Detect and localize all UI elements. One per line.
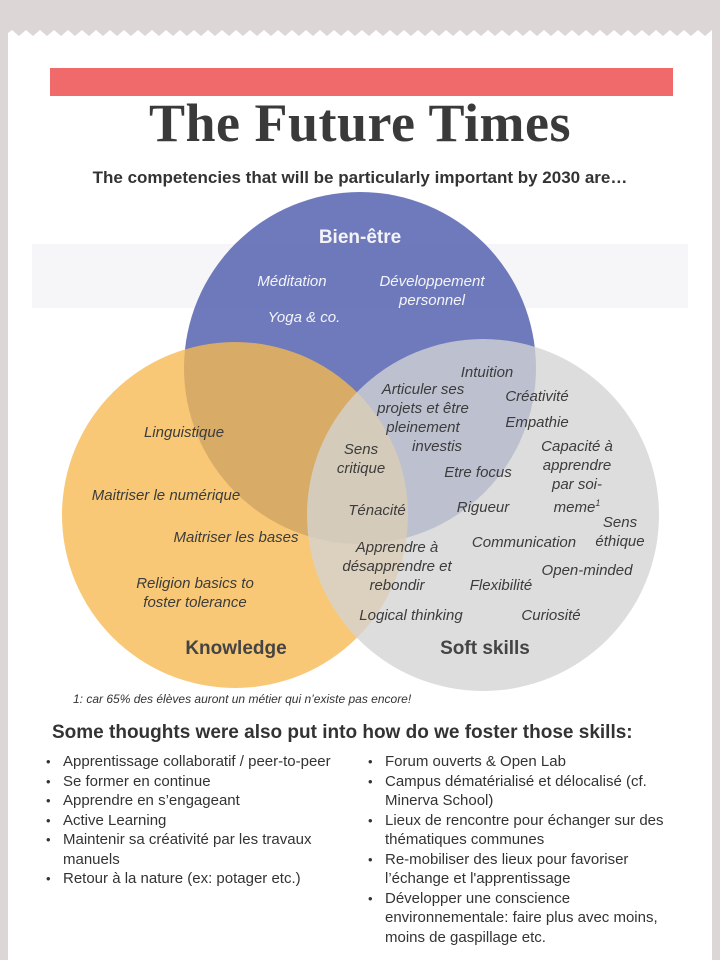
list-item: Campus dématérialisé et délocalisé (cf. … bbox=[366, 772, 696, 811]
accent-bar bbox=[50, 68, 673, 96]
item-flexibilite: Flexibilité bbox=[469, 577, 533, 594]
item-creativite: Créativité bbox=[505, 388, 569, 405]
list-item: Se former en continue bbox=[44, 772, 356, 792]
circle-soft-skills bbox=[307, 339, 659, 691]
item-intuition: Intuition bbox=[460, 364, 514, 381]
list-item: Développer une conscience environnementa… bbox=[366, 889, 696, 948]
list-item: Retour à la nature (ex: potager etc.) bbox=[44, 869, 356, 889]
list-item: Forum ouverts & Open Lab bbox=[366, 752, 696, 772]
venn-diagram bbox=[62, 192, 659, 691]
list-item: Active Learning bbox=[44, 811, 356, 831]
list-item: Re-mobiliser des lieux pour favoriser l’… bbox=[366, 850, 696, 889]
item-tenacite: Ténacité bbox=[348, 502, 406, 519]
item-yoga: Yoga & co. bbox=[267, 309, 341, 326]
foster-heading: Some thoughts were also put into how do … bbox=[52, 722, 633, 743]
list-item: Maintenir sa créativité par les travaux … bbox=[44, 830, 356, 869]
item-bases: Maitriser les bases bbox=[173, 529, 299, 546]
item-etre-focus: Etre focus bbox=[444, 464, 512, 481]
page-title: The Future Times bbox=[148, 93, 572, 153]
list-item: Apprentissage collaboratif / peer-to-pee… bbox=[44, 752, 356, 772]
item-logical-thinking: Logical thinking bbox=[359, 607, 463, 624]
item-communication: Communication bbox=[471, 534, 577, 551]
item-rigueur: Rigueur bbox=[456, 499, 510, 516]
item-numerique: Maitriser le numérique bbox=[91, 487, 241, 504]
item-curiosite: Curiosité bbox=[521, 607, 581, 624]
list-item: Apprendre en s’engageant bbox=[44, 791, 356, 811]
torn-edge bbox=[8, 0, 712, 36]
item-linguistique: Linguistique bbox=[143, 424, 225, 441]
item-open-minded: Open-minded bbox=[541, 562, 633, 579]
circle-title-knowledge: Knowledge bbox=[185, 638, 287, 659]
circle-title-soft-skills: Soft skills bbox=[440, 638, 530, 659]
circle-title-bien-etre: Bien-être bbox=[318, 227, 402, 248]
circle-knowledge bbox=[62, 342, 408, 688]
foster-list-left: Apprentissage collaboratif / peer-to-pee… bbox=[44, 752, 356, 889]
page-subtitle: The competencies that will be particular… bbox=[92, 168, 628, 187]
footnote: 1: car 65% des élèves auront un métier q… bbox=[73, 692, 412, 706]
item-meditation: Méditation bbox=[257, 273, 327, 290]
list-item: Lieux de rencontre pour échanger sur des… bbox=[366, 811, 696, 850]
item-empathie: Empathie bbox=[505, 414, 569, 431]
foster-list-right: Forum ouverts & Open Lab Campus dématéri… bbox=[366, 752, 696, 947]
